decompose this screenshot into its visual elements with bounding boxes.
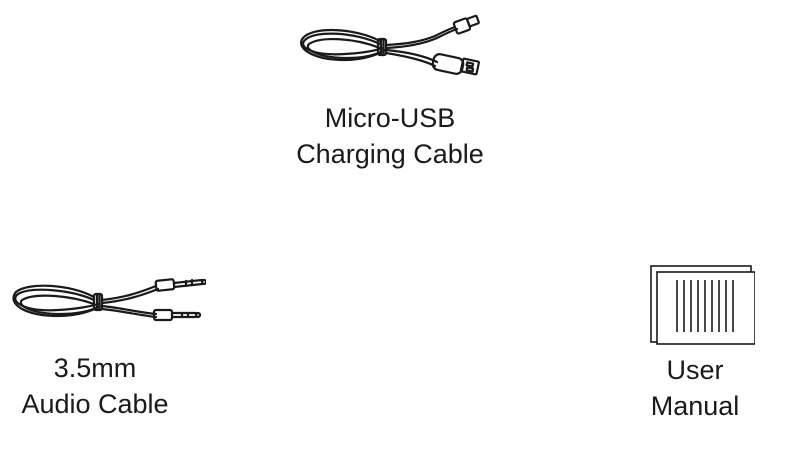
usb-cable-icon (300, 14, 480, 76)
user-manual-label: User Manual (610, 352, 780, 424)
user-manual-label-line1: User (666, 355, 724, 385)
manual-icon (650, 265, 755, 345)
usb-cable-item: Micro-USB Charging Cable (270, 14, 510, 172)
audio-cable-icon (12, 278, 206, 322)
user-manual-label-line2: Manual (650, 391, 740, 421)
usb-cable-label-line1: Micro-USB (324, 103, 456, 133)
usb-cable-label-line2: Charging Cable (296, 139, 484, 169)
audio-cable-label-line2: Audio Cable (21, 389, 169, 419)
usb-cable-label: Micro-USB Charging Cable (270, 100, 510, 172)
audio-cable-label-line1: 3.5mm (53, 353, 137, 383)
audio-cable-label: 3.5mm Audio Cable (0, 350, 190, 422)
user-manual-item: User Manual (610, 262, 780, 424)
audio-cable-item: 3.5mm Audio Cable (0, 270, 206, 422)
